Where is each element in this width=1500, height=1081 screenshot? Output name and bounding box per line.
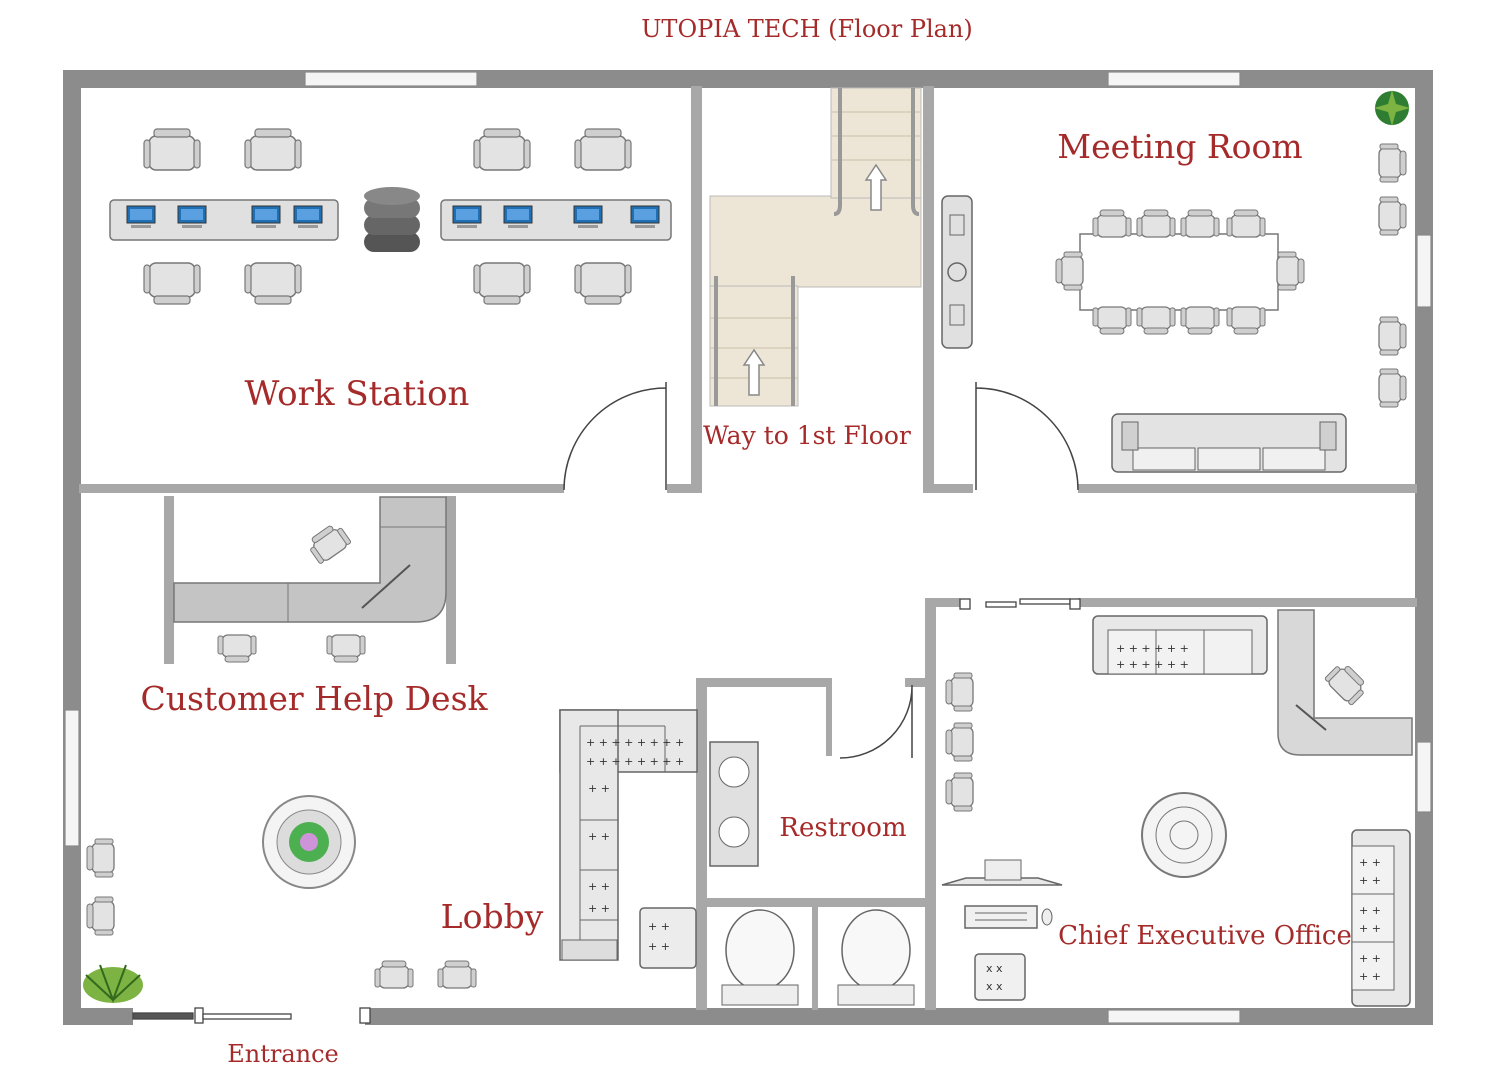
arrow-up-icon [742,348,766,396]
sliding-door [132,598,1081,1024]
office-chair-icon [143,262,201,305]
label-ceo-office: Chief Executive Office [1058,921,1352,951]
round-rug-icon [1141,792,1227,878]
round-rug-icon [262,795,356,889]
svg-text:+ +: + + [1359,970,1381,983]
conference-table-icon [1079,233,1279,311]
help-desk-furniture [164,496,456,664]
label-meeting-room: Meeting Room [1057,127,1302,166]
label-stairs: Way to 1st Floor [703,421,911,450]
ottoman-icon: + + + + [639,907,697,969]
svg-text:+ + + + + +: + + + + + + [1116,642,1189,655]
office-chair-icon [244,262,302,305]
office-chair-icon [326,634,366,663]
office-chair-icon [574,128,632,171]
keyboard-icon [964,905,1053,929]
door-swing-icon [563,382,1079,759]
svg-text:+ +: + + [588,782,610,795]
workstation-furniture [109,128,672,305]
office-chair-icon [945,772,974,812]
label-help-desk: Customer Help Desk [140,679,488,718]
office-chair-icon [244,128,302,171]
label-entrance: Entrance [227,1040,339,1068]
office-chair-icon [217,634,257,663]
piano-icon [941,859,1063,886]
svg-text:+ +: + + [588,830,610,843]
plant-icon [83,964,143,1003]
label-restroom: Restroom [779,813,906,843]
office-chair-icon [945,722,974,762]
svg-text:x x: x x [986,962,1003,975]
svg-text:+ +: + + [648,920,670,933]
office-chair-icon [473,128,531,171]
office-chair-icon [86,838,115,878]
office-chair-icon [574,262,632,305]
windows [64,71,1432,1024]
svg-text:+ +: + + [648,940,670,953]
office-chair-icon [143,128,201,171]
sofa-icon [1111,413,1347,473]
svg-text:+ +: + + [588,902,610,915]
office-chair-icon [473,262,531,305]
server-icon [364,187,420,252]
ottoman-icon: x x x x [974,953,1026,1001]
sofa-icon: + + + + + + + + + + + + [1092,615,1268,675]
svg-text:x x: x x [986,980,1003,993]
office-chair-icon [437,960,477,989]
office-chair-icon [374,960,414,989]
meeting-room-furniture [941,90,1410,473]
svg-text:+ + + + + + + +: + + + + + + + + [586,736,684,749]
desk [109,199,339,241]
lobby-furniture: + + + + + + + + + + + + + + + + + + + + … [83,709,698,1003]
label-work-station: Work Station [245,374,470,414]
svg-text:+ +: + + [1359,856,1381,869]
tv-cabinet-icon [941,195,973,349]
svg-text:+ + + + + + + +: + + + + + + + + [586,755,684,768]
office-chair-icon [945,672,974,712]
toilet-icon [721,909,799,1006]
ceo-office-furniture: + + + + + + + + + + + + x [941,609,1413,1007]
svg-text:+ +: + + [1359,874,1381,887]
diagram-title: UTOPIA TECH (Floor Plan) [641,15,973,43]
plant-icon [1374,90,1410,126]
sink-icon [709,741,759,867]
svg-text:+ +: + + [1359,922,1381,935]
svg-text:+ +: + + [588,880,610,893]
interior-walls [79,86,1417,1010]
sofa-icon: + + + + + + + + + + + + [1351,829,1411,1007]
desk [440,199,672,241]
toilet-icon [837,909,915,1006]
svg-text:+ +: + + [1359,904,1381,917]
restroom-furniture [709,741,915,1006]
svg-text:+ + + + + +: + + + + + + [1116,658,1189,671]
corner-desk-icon [173,496,447,623]
label-lobby: Lobby [441,897,544,936]
corner-desk-icon [1277,609,1413,756]
office-chair-icon [86,896,115,936]
staircase-icon [709,87,922,407]
svg-text:+ +: + + [1359,952,1381,965]
sofa-icon: + + + + + + + + + + + + + + + + + + + + … [559,709,698,961]
arrow-up-icon [864,163,888,211]
office-chair-icon [1323,659,1371,707]
office-chair-icon [304,520,353,566]
